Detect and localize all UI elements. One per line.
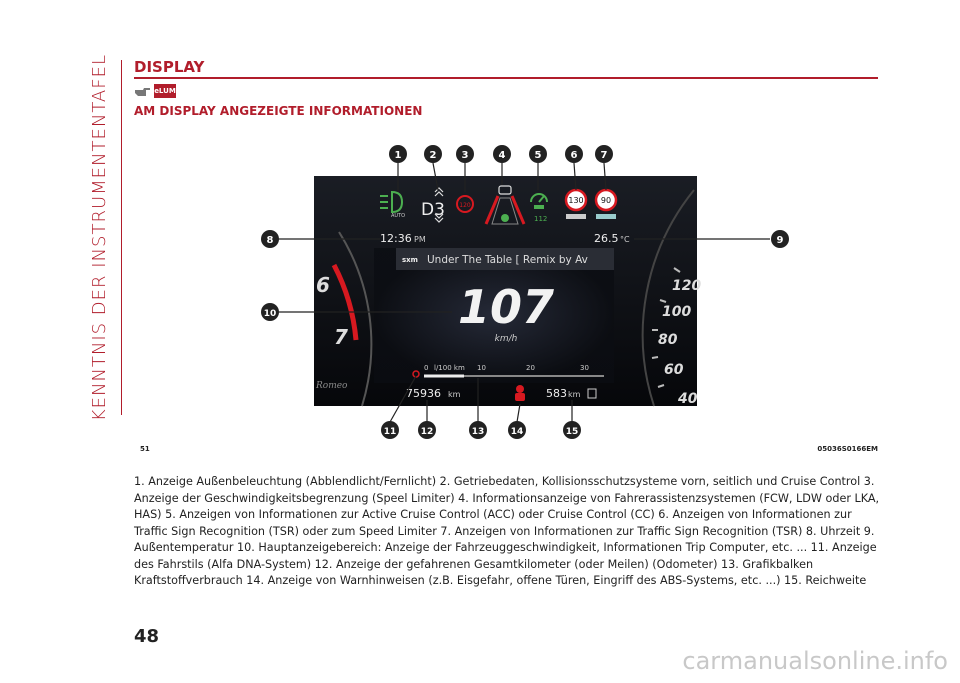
section-title: DISPLAY — [134, 58, 205, 76]
tachometer-redline — [331, 263, 359, 341]
callout-13: 13 — [472, 427, 485, 437]
page-number: 48 — [134, 626, 160, 647]
speed-limiter-value: 120 — [459, 202, 471, 209]
outside-temp: 26.5 — [594, 232, 619, 245]
speedometer-arc — [641, 189, 695, 407]
gear-down-icon — [434, 213, 444, 223]
side-divider — [121, 60, 122, 415]
tsr-sign-value: 130 — [568, 196, 583, 205]
clock-time: 12:36 — [380, 232, 412, 245]
brand-logo: Romeo — [315, 381, 348, 391]
speedo-label-80: 80 — [658, 332, 678, 348]
speed-limiter-icon — [456, 195, 474, 213]
callout-leaders — [278, 162, 770, 423]
callout-14: 14 — [511, 427, 524, 437]
side-chapter-title: KENNTNIS DER INSTRUMENTENTAFEL — [88, 53, 110, 422]
instrument-cluster-diagram: 6 7 Romeo 120 100 80 60 40 AUTO D3 120 — [261, 145, 789, 439]
speed-unit: km/h — [495, 334, 518, 344]
callout-badges — [261, 145, 789, 439]
range-value: 583 — [546, 387, 567, 400]
radio-bar — [396, 248, 614, 270]
callout-9: 9 — [777, 235, 784, 246]
callout-11: 11 — [384, 427, 397, 437]
speedo-label-100: 100 — [662, 304, 691, 320]
watermark: carmanualsonline.info — [682, 647, 948, 675]
clock-suffix: PM — [414, 235, 426, 244]
speedo-ticks — [651, 267, 681, 388]
temp-unit: °C — [620, 235, 630, 244]
gear-up-icon — [434, 187, 444, 197]
callout-8: 8 — [267, 235, 274, 246]
legend-description: 1. Anzeige Außenbeleuchtung (Abblendlich… — [134, 475, 880, 587]
odometer-value: 75936 — [406, 387, 441, 400]
elum-badge: eLUM — [154, 84, 176, 98]
callout-6: 6 — [571, 150, 578, 161]
cons-tick-10: 10 — [477, 364, 486, 372]
cons-tick-0: 0 — [424, 364, 428, 372]
subtitle: AM DISPLAY ANGEZEIGTE INFORMATIONEN — [134, 104, 423, 118]
warning-icon — [515, 385, 525, 401]
callout-3: 3 — [462, 150, 469, 161]
callout-7: 7 — [601, 150, 608, 161]
tachometer-arc — [338, 231, 373, 407]
gear-indicator: D3 — [421, 200, 445, 220]
range-unit: km — [568, 390, 581, 399]
callout-10: 10 — [264, 309, 277, 319]
callout-12: 12 — [421, 427, 434, 437]
callout-1: 1 — [395, 150, 402, 161]
cruise-control-icon — [530, 193, 548, 209]
tsr-sign-2-value: 90 — [601, 196, 611, 205]
tach-label-7: 7 — [334, 325, 348, 349]
callout-2: 2 — [430, 150, 437, 161]
speedo-label-40: 40 — [677, 391, 698, 407]
headlight-icon — [380, 190, 404, 214]
cruise-speed-value: 112 — [534, 215, 547, 223]
callout-15: 15 — [566, 427, 579, 437]
radio-logo: sxm — [402, 256, 418, 264]
figure-code: 05036S0166EM — [817, 445, 878, 453]
callout-4: 4 — [499, 150, 506, 161]
odometer-unit: km — [448, 390, 461, 399]
song-title: Under The Table [ Remix by Av — [427, 254, 588, 266]
speedo-label-120: 120 — [672, 278, 701, 294]
cons-unit: l/100 km — [434, 364, 465, 372]
cons-tick-20: 20 — [526, 364, 535, 372]
callout-5: 5 — [535, 150, 542, 161]
auto-label: AUTO — [391, 213, 405, 219]
speedo-label-60: 60 — [664, 362, 684, 378]
cons-tick-30: 30 — [580, 364, 589, 372]
tach-label-6: 6 — [316, 273, 330, 297]
pointing-hand-icon — [135, 88, 150, 96]
section-rule — [134, 77, 878, 79]
driver-assist-icon — [484, 185, 526, 225]
fuel-pump-icon — [587, 388, 597, 399]
instrument-cluster-figure: 6 7 Romeo 120 100 80 60 40 AUTO D3 120 — [134, 140, 878, 460]
figure-number: 51 — [140, 445, 150, 453]
speed-value: 107 — [458, 280, 554, 334]
